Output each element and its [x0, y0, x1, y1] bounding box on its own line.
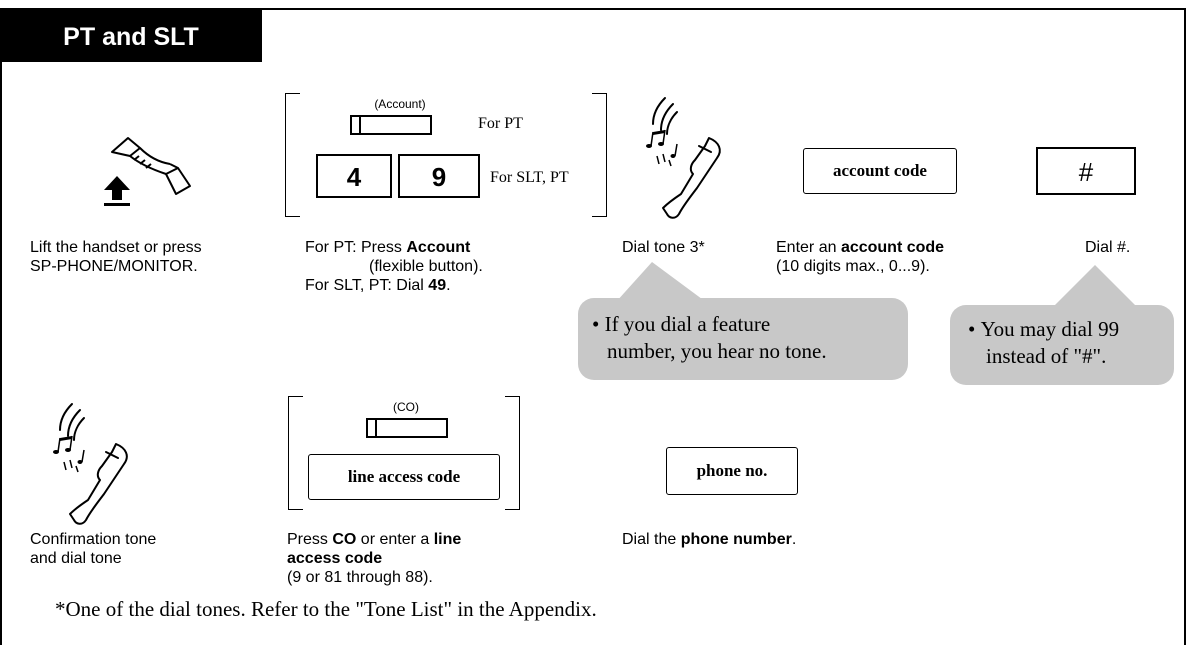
note2-line2: instead of "#". [986, 344, 1107, 368]
line-access-code-key: line access code [308, 454, 500, 500]
account-code-caption-pre: Enter an [776, 239, 841, 256]
phone-no-caption-post: . [791, 531, 797, 548]
co-caption-line1: Press CO or enter a line [287, 530, 461, 549]
dial-tone-caption: Dial tone 3* [622, 239, 705, 256]
dial-key-4: 4 [316, 154, 392, 198]
account-caption-line1: For PT: Press Account [305, 238, 483, 257]
co-bracket-right [505, 396, 520, 510]
phone-ringing-icon-2 [53, 403, 128, 525]
co-flex-label: (CO) [393, 400, 419, 414]
account-caption-bold: Account [406, 239, 471, 256]
note1-bullet: • [592, 312, 605, 336]
phone-ringing-icon [646, 97, 721, 219]
co-caption-line2: access code [287, 550, 383, 567]
note2-line1: You may dial 99 [980, 317, 1120, 341]
co-bracket-left [288, 396, 303, 510]
account-caption3-post: . [446, 277, 451, 294]
confirmation-caption: Confirmation tone and dial tone [30, 530, 156, 568]
account-caption: For PT: Press Account (flexible button).… [305, 238, 483, 295]
frame-top-border [0, 8, 1186, 10]
account-flex-label: (Account) [374, 97, 426, 111]
phone-no-caption-pre: Dial the [622, 531, 681, 548]
section-tab: PT and SLT [0, 8, 262, 62]
account-caption3-bold: 49 [428, 277, 447, 294]
footnote: *One of the dial tones. Refer to the "To… [55, 597, 597, 621]
co-caption-line3: (9 or 81 through 88). [287, 569, 433, 586]
account-caption3-pre: For SLT, PT: Dial [305, 277, 429, 294]
confirmation-line2: and dial tone [30, 550, 122, 567]
note1-line1-row: • If you dial a feature [592, 311, 827, 338]
flexible-button-icon [350, 115, 432, 135]
bracket-right [592, 93, 607, 217]
note-bubble-1-pointer [616, 262, 706, 302]
phone-no-caption-bold: phone number [680, 531, 792, 548]
co-caption-mid: or enter a [356, 531, 434, 548]
note-bubble-2-text: • You may dial 99 instead of "#". [968, 316, 1119, 370]
co-caption-bold2: line [433, 531, 462, 548]
account-code-caption-line1: Enter an account code [776, 238, 944, 257]
for-slt-pt-label: For SLT, PT [490, 169, 569, 186]
phone-no-caption: Dial the phone number. [622, 530, 796, 549]
note2-line1-row: • You may dial 99 [968, 316, 1119, 343]
confirmation-line1: Confirmation tone [30, 531, 157, 548]
account-code-caption-bold: account code [840, 239, 945, 256]
account-code-caption: Enter an account code (10 digits max., 0… [776, 238, 944, 276]
co-caption-bold1: CO [332, 531, 357, 548]
lift-handset-line2: SP-PHONE/MONITOR. [30, 258, 198, 275]
dial-key-9: 9 [398, 154, 480, 198]
account-code-key: account code [803, 148, 957, 194]
lift-handset-caption: Lift the handset or press SP-PHONE/MONIT… [30, 238, 202, 276]
frame-left-border [0, 8, 2, 645]
co-caption: Press CO or enter a line access code (9 … [287, 530, 461, 587]
co-flexible-button-icon [366, 418, 448, 438]
co-caption-pre: Press [287, 531, 333, 548]
note-bubble-2 [950, 305, 1174, 385]
account-caption-line2: (flexible button). [369, 258, 483, 275]
note2-bullet: • [968, 317, 981, 341]
handset-lift-icon [104, 137, 191, 206]
for-pt-label: For PT [478, 115, 523, 132]
note-bubble-1-text: • If you dial a feature number, you hear… [592, 311, 827, 365]
note1-line2: number, you hear no tone. [607, 339, 827, 363]
phone-no-key: phone no. [666, 447, 798, 495]
hash-caption: Dial #. [1085, 239, 1131, 256]
account-caption-pre: For PT: Press [305, 239, 407, 256]
note1-line1: If you dial a feature [604, 312, 771, 336]
hash-key: # [1036, 147, 1136, 195]
note-bubble-1 [578, 298, 908, 380]
account-caption-line3: For SLT, PT: Dial 49. [305, 276, 483, 295]
bracket-left [285, 93, 300, 217]
lift-handset-line1: Lift the handset or press [30, 239, 202, 256]
account-code-caption-line2: (10 digits max., 0...9). [776, 258, 930, 275]
frame-right-border [1184, 8, 1186, 645]
note-bubble-2-pointer [1050, 265, 1140, 310]
